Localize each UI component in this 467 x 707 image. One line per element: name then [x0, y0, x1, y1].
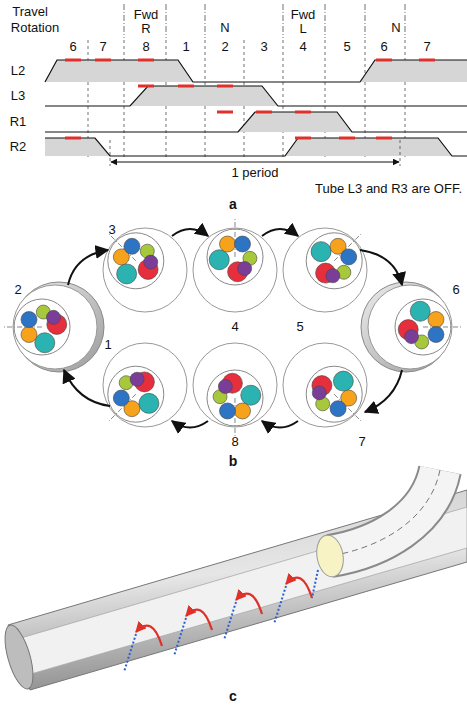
- signal-fill: [45, 138, 467, 156]
- sample-mark: [419, 59, 435, 62]
- state-number: 1: [104, 338, 111, 352]
- period-tick: [110, 140, 111, 166]
- tube-section: [283, 228, 367, 312]
- mode-label: Fwd L: [289, 8, 317, 37]
- signal-wave: [45, 86, 467, 106]
- step-number: 6: [380, 40, 387, 54]
- panel-letter: c: [229, 689, 237, 704]
- state-arrow: [172, 229, 208, 236]
- travel-path: [124, 634, 136, 672]
- signal-fill: [45, 60, 467, 82]
- sample-mark: [178, 85, 194, 88]
- signal-name: L3: [11, 89, 25, 103]
- step-number: 7: [99, 40, 106, 54]
- step-number: 2: [221, 40, 228, 54]
- signal-name: R2: [10, 140, 27, 154]
- rotation-arrow: [136, 626, 162, 646]
- header-divider: [365, 4, 366, 38]
- tube-illustration: [0, 470, 467, 692]
- sample-mark: [95, 59, 111, 62]
- tube-section: [283, 343, 367, 427]
- sample-mark: [65, 137, 81, 140]
- state-arrow: [262, 421, 298, 428]
- step-number: 8: [142, 40, 149, 54]
- timing-chart: [45, 4, 467, 166]
- state-number: 2: [14, 283, 21, 297]
- step-number: 6: [69, 40, 76, 54]
- period-arrow: [111, 162, 399, 163]
- group-heading: Rotation: [11, 21, 59, 35]
- rotation-arrow: [186, 610, 212, 630]
- note-text: Tube L3 and R3 are OFF.: [315, 182, 462, 196]
- state-arrow: [360, 250, 402, 285]
- header-divider: [283, 4, 284, 38]
- header-divider: [405, 4, 406, 38]
- column-divider: [283, 40, 284, 158]
- travel-path: [174, 618, 186, 656]
- sample-mark: [339, 137, 355, 140]
- sample-mark: [295, 137, 311, 140]
- step-number: 1: [182, 40, 189, 54]
- signal-fill: [45, 112, 467, 132]
- sample-mark: [217, 85, 233, 88]
- state-arrow: [262, 229, 298, 236]
- sample-mark: [138, 59, 154, 62]
- signal-wave: [45, 112, 467, 132]
- header-divider: [325, 4, 326, 38]
- tube-section: [103, 228, 187, 312]
- signal-wave: [45, 138, 467, 156]
- note-text: 1 period: [232, 166, 279, 180]
- state-number: 4: [231, 320, 238, 334]
- travel-path: [312, 570, 318, 598]
- state-arrow: [68, 250, 108, 285]
- period-tick: [400, 140, 401, 166]
- sample-mark: [65, 59, 81, 62]
- sample-mark: [376, 137, 392, 140]
- sample-mark: [217, 111, 233, 114]
- tube-section: [103, 343, 187, 427]
- step-number: 5: [343, 40, 350, 54]
- state-number: 3: [108, 223, 115, 237]
- state-number: 6: [452, 283, 459, 297]
- step-number: 7: [423, 40, 430, 54]
- state-arrow: [64, 370, 110, 406]
- tube-section: [361, 282, 463, 372]
- sample-mark: [295, 111, 311, 114]
- header-divider: [205, 4, 206, 38]
- rotation-arrow: [286, 578, 312, 598]
- sample-mark: [138, 85, 154, 88]
- signal-name: L2: [11, 64, 25, 78]
- state-number: 8: [231, 435, 238, 449]
- tube-section: [193, 217, 277, 312]
- mode-label: N: [391, 21, 400, 35]
- state-arrow: [172, 421, 208, 428]
- sample-mark: [256, 111, 272, 114]
- state-cycle: [2, 217, 463, 438]
- group-heading: Travel: [12, 5, 48, 19]
- signal-name: R1: [10, 115, 27, 129]
- step-number: 3: [260, 40, 267, 54]
- state-arrow: [365, 370, 402, 412]
- state-number: 5: [296, 320, 303, 334]
- panel-letter: a: [229, 197, 237, 212]
- panel-letter: b: [229, 454, 238, 469]
- mode-label: N: [220, 21, 229, 35]
- column-divider: [124, 40, 125, 158]
- header-divider: [124, 4, 125, 38]
- mode-label: Fwd R: [132, 8, 160, 37]
- rotation-arrow: [236, 594, 262, 614]
- header-divider: [166, 4, 167, 38]
- travel-path: [224, 602, 236, 640]
- tube-section: [2, 282, 104, 372]
- step-number: 4: [299, 40, 306, 54]
- travel-path: [274, 586, 286, 624]
- signal-fill: [45, 86, 467, 106]
- sample-mark: [376, 59, 392, 62]
- state-number: 7: [358, 435, 365, 449]
- signal-wave: [45, 60, 467, 82]
